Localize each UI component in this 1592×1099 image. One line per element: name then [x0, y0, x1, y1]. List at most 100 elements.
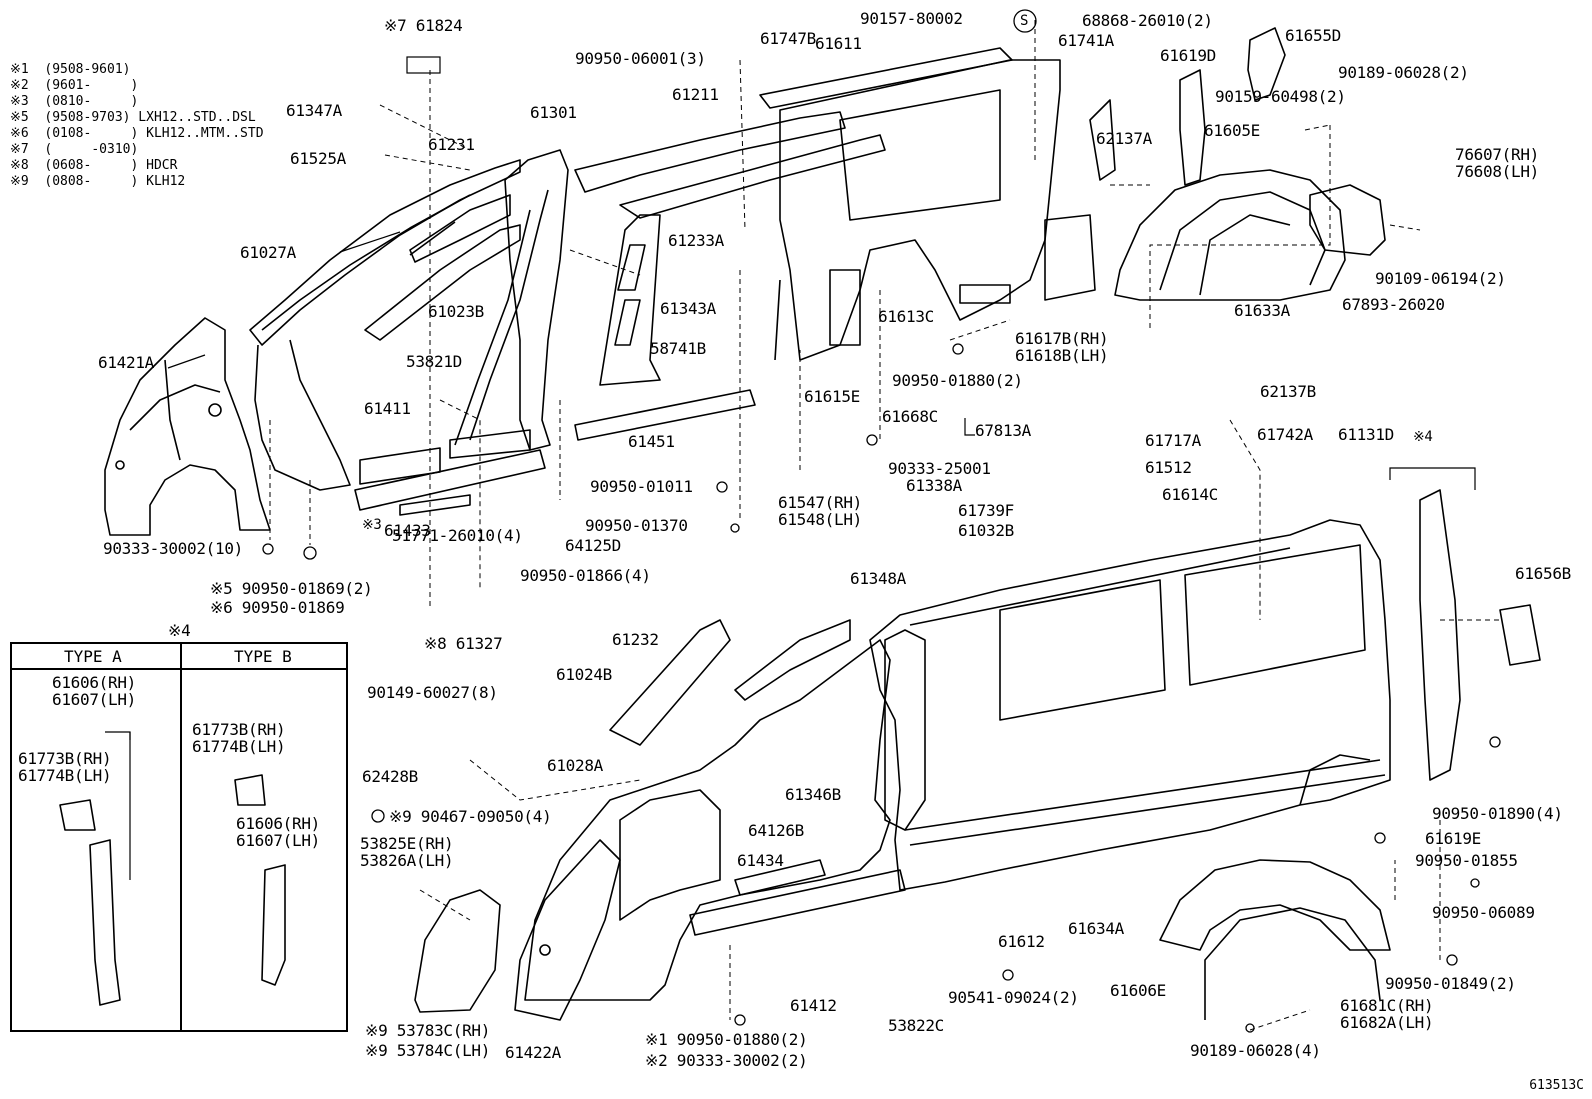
- part-label: 90950-01011: [590, 477, 693, 496]
- part-label: 61668C: [882, 407, 938, 426]
- mud-guard-76607: [1309, 184, 1386, 256]
- type-b-part-61773B: 61773B(RH): [192, 720, 286, 739]
- part-label: 90157-80002: [860, 9, 963, 28]
- part-label: ※1 90950-01880(2): [645, 1030, 808, 1049]
- part-label: 90109-06194(2): [1375, 269, 1506, 288]
- part-label: 61131D: [1338, 425, 1394, 444]
- part-label: 61434: [737, 851, 784, 870]
- part-label: 61525A: [290, 149, 346, 168]
- part-label: 67893-26020: [1342, 295, 1445, 314]
- part-label: 61024B: [556, 665, 612, 684]
- note-6: ※6 (0108- ) KLH12..MTM..STD: [10, 126, 264, 141]
- part-label: 64125D: [565, 536, 621, 555]
- note-3: ※3 (0810- ): [10, 94, 139, 109]
- part-label: 53825E(RH): [360, 834, 454, 853]
- part-label: 90159-60498(2): [1215, 87, 1346, 106]
- part-label: 61615E: [804, 387, 860, 406]
- part-label: 61547(RH): [778, 493, 862, 512]
- part-label: ※3: [362, 517, 382, 533]
- quarter-inner-panel-left: [104, 317, 271, 536]
- part-label: 90950-01866(4): [520, 566, 651, 585]
- part-label: 64126B: [748, 821, 804, 840]
- part-label: 90149-60027(8): [367, 683, 498, 702]
- part-label: 90333-30002(10): [103, 539, 243, 558]
- part-label: 61233A: [668, 231, 724, 250]
- part-label: 61422A: [505, 1043, 561, 1062]
- part-label: 61619D: [1160, 46, 1216, 65]
- type-a-part-61607: 61607(LH): [52, 690, 136, 709]
- part-label: 61739F: [958, 501, 1014, 520]
- part-label: 76608(LH): [1455, 162, 1539, 181]
- drawing-reference: 613513C: [1529, 1078, 1584, 1093]
- part-label: 90950-01370: [585, 516, 688, 535]
- quarter-inner-upper: [774, 59, 1061, 361]
- type-box-divider: [180, 644, 182, 1030]
- part-label: 61742A: [1257, 425, 1313, 444]
- type-b-header: TYPE B: [234, 647, 292, 666]
- rear-upper-brackets: [1089, 27, 1286, 186]
- part-label: 62428B: [362, 767, 418, 786]
- part-label: 61655D: [1285, 26, 1341, 45]
- part-label: 61028A: [547, 756, 603, 775]
- type-box-header-line: [12, 668, 346, 670]
- part-label: 61348A: [850, 569, 906, 588]
- part-label: 61633A: [1234, 301, 1290, 320]
- part-label: 61614C: [1162, 485, 1218, 504]
- part-label: 90950-01890(4): [1432, 804, 1563, 823]
- rear-wheelhouse-lower: [1159, 859, 1391, 1020]
- part-label: 90189-06028(2): [1338, 63, 1469, 82]
- part-label: 90950-06089: [1432, 903, 1535, 922]
- part-label: 90189-06028(4): [1190, 1041, 1321, 1060]
- part-label: 61611: [815, 34, 862, 53]
- part-label: 61027A: [240, 243, 296, 262]
- part-label: 61512: [1145, 458, 1192, 477]
- part-label: 76607(RH): [1455, 145, 1539, 164]
- part-label: 61682A(LH): [1340, 1013, 1434, 1032]
- note-2: ※2 (9601- ): [10, 78, 139, 93]
- part-label: 62137A: [1096, 129, 1152, 148]
- part-label: ※9 53783C(RH): [365, 1021, 491, 1040]
- part-label: 61231: [428, 135, 475, 154]
- part-label: 62137B: [1260, 382, 1316, 401]
- part-label: 53822C: [888, 1016, 944, 1035]
- note-1: ※1 (9508-9601): [10, 62, 131, 77]
- center-pillar-outer-61346B: [884, 629, 926, 831]
- part-label: ※9 90467-09050(4): [389, 807, 552, 826]
- type-a-part-61606: 61606(RH): [52, 673, 136, 692]
- part-label: 61338A: [906, 476, 962, 495]
- part-label: ※4: [1413, 429, 1433, 445]
- part-label: 61612: [998, 932, 1045, 951]
- front-pillar-upper-61232: [609, 619, 851, 746]
- center-pillar-61301: [454, 149, 569, 451]
- part-label: 61412: [790, 996, 837, 1015]
- part-label: 61346B: [785, 785, 841, 804]
- front-lower-panel-61422A: [514, 839, 621, 1021]
- part-label: 61421A: [98, 353, 154, 372]
- part-label: ※6 90950-01869: [210, 598, 345, 617]
- type-a-part-61773B: 61773B(RH): [18, 749, 112, 768]
- part-label: ※5 90950-01869(2): [210, 579, 373, 598]
- front-pillar-outer-61028A: [524, 639, 891, 1001]
- part-label: S: [1020, 13, 1029, 29]
- type-box-marker: ※4: [168, 621, 191, 640]
- type-box: TYPE A TYPE B: [10, 642, 348, 1032]
- part-label: 61451: [628, 432, 675, 451]
- part-label: 61747B: [760, 29, 816, 48]
- note-7: ※7 ( -0310): [10, 142, 139, 157]
- part-label: 61433: [384, 521, 431, 540]
- part-label: 61613C: [878, 307, 934, 326]
- part-label: 90950-01855: [1415, 851, 1518, 870]
- part-label: 61619E: [1425, 829, 1481, 848]
- part-label: 61023B: [428, 302, 484, 321]
- part-label: 90950-01849(2): [1385, 974, 1516, 993]
- part-label: 67813A: [975, 421, 1031, 440]
- type-a-header: TYPE A: [64, 647, 122, 666]
- part-label: 90333-25001: [888, 459, 991, 478]
- part-label: 53826A(LH): [360, 851, 454, 870]
- type-b-part-61774B: 61774B(LH): [192, 737, 286, 756]
- type-a-part-sketch: [59, 799, 121, 1006]
- part-label: 90541-09024(2): [948, 988, 1079, 1007]
- part-label: 90950-01880(2): [892, 371, 1023, 390]
- part-label: 61606E: [1110, 981, 1166, 1000]
